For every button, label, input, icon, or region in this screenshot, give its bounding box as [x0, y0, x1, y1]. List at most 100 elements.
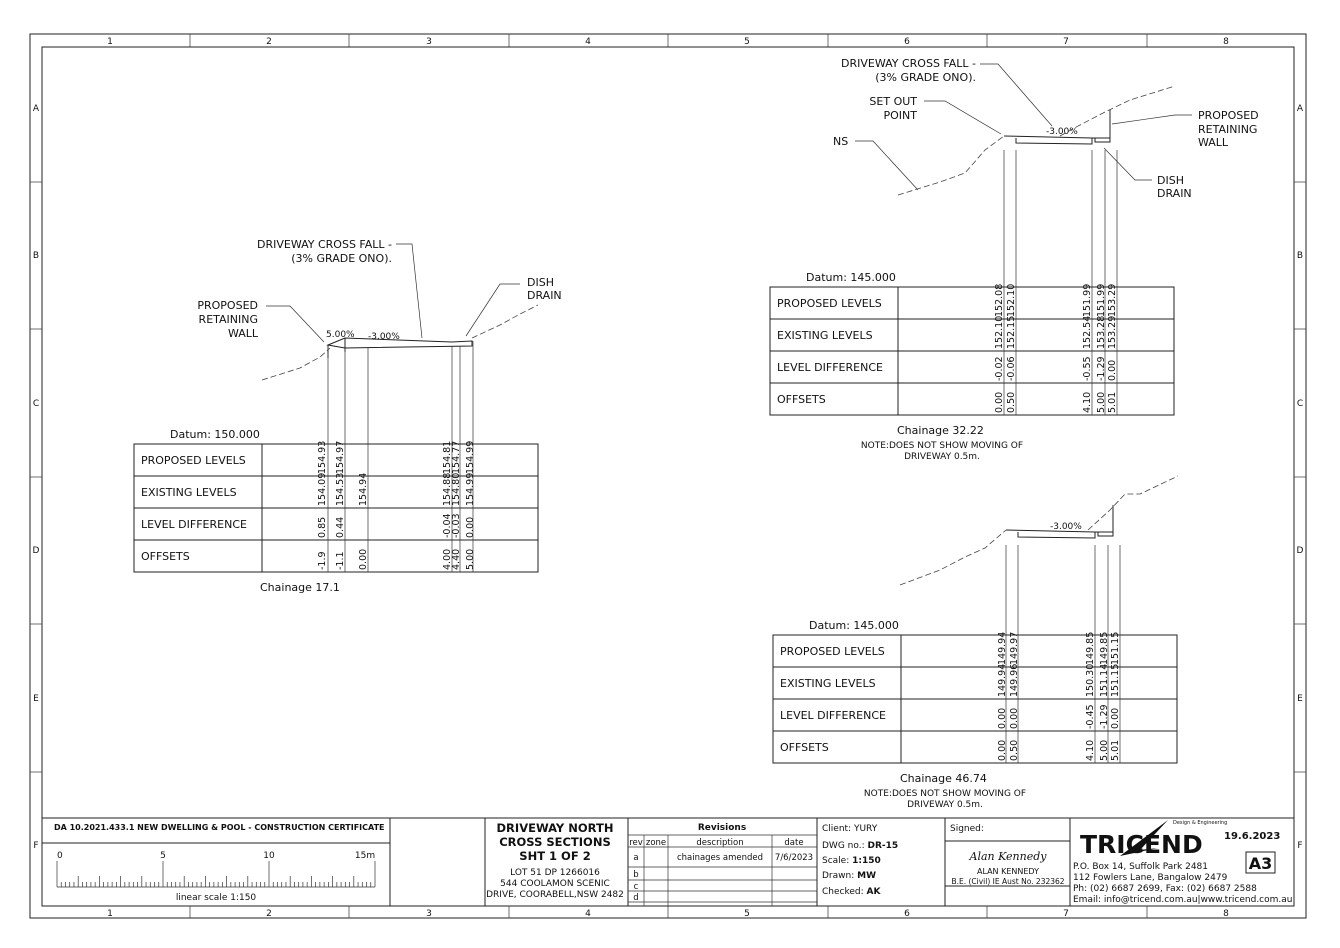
- scale-bar-label: linear scale 1:150: [176, 893, 257, 903]
- drawn-field: Drawn: MW: [822, 871, 876, 881]
- existing-value: 153.29: [1107, 316, 1118, 349]
- scale-field: Scale: 1:150: [822, 856, 881, 866]
- offsets-value: 0.50: [1006, 392, 1017, 413]
- revisions-title: Revisions: [698, 823, 746, 833]
- difference-value: -1.29: [1099, 704, 1110, 729]
- row-label-difference: LEVEL DIFFERENCE: [777, 361, 883, 374]
- engineer-name: ALAN KENNEDY: [977, 867, 1039, 876]
- row-label-proposed: PROPOSED LEVELS: [141, 454, 246, 467]
- leader-line: [266, 243, 520, 343]
- natural-surface-line: [1087, 475, 1179, 531]
- grade-label: -3.00%: [1046, 127, 1078, 137]
- existing-value: 154.53: [335, 473, 346, 506]
- grid-row-label: A: [1297, 104, 1304, 114]
- proposed-value: 149.85: [1099, 632, 1110, 665]
- proposed-value: 154.97: [335, 441, 346, 474]
- offsets-value: 5.00: [1099, 740, 1110, 761]
- existing-value: 151.15: [1110, 664, 1121, 697]
- grid-column-label: 1: [107, 909, 113, 919]
- row-label-proposed: PROPOSED LEVELS: [780, 645, 885, 658]
- checked-field: Checked: AK: [822, 887, 881, 897]
- revision-date: 7/6/2023: [775, 853, 813, 863]
- offsets-value: 4.10: [1085, 740, 1096, 761]
- company-address: P.O. Box 14, Suffolk Park 2481: [1073, 862, 1208, 872]
- chainage-label: Chainage 46.74: [900, 772, 987, 785]
- drawing-date: 19.6.2023: [1224, 831, 1280, 842]
- drawing-title: CROSS SECTIONS: [499, 835, 611, 849]
- callout-retaining-wall: WALL: [1198, 136, 1229, 149]
- existing-value: 154.88: [442, 473, 453, 506]
- callout-ns: NS: [833, 135, 848, 148]
- note: NOTE:DOES NOT SHOW MOVING OF: [864, 789, 1026, 799]
- scale-tick-label: 0: [57, 851, 63, 861]
- proposed-value: 154.93: [317, 441, 328, 474]
- offsets-value: -1.1: [335, 551, 346, 570]
- difference-value: -0.02: [994, 356, 1005, 381]
- difference-value: -0.06: [1006, 356, 1017, 381]
- row-label-proposed: PROPOSED LEVELS: [777, 297, 882, 310]
- proposed-value: 149.85: [1085, 632, 1096, 665]
- grid-row-label: D: [1297, 546, 1304, 556]
- difference-value: -0.45: [1085, 704, 1096, 729]
- grid-column-label: 8: [1223, 37, 1229, 47]
- callout-dish-drain: DRAIN: [1157, 187, 1192, 200]
- grid-row-label: F: [1297, 841, 1302, 851]
- callout-cross-fall: DRIVEWAY CROSS FALL -: [257, 238, 392, 251]
- revision-rev: d: [633, 893, 638, 903]
- row-label-offsets: OFFSETS: [141, 550, 190, 563]
- existing-value: 149.96: [1009, 664, 1020, 697]
- grid-row-label: C: [1297, 399, 1303, 409]
- existing-value: 154.80: [451, 473, 462, 506]
- sheet-size: A3: [1249, 854, 1273, 873]
- callout-cross-fall: (3% GRADE ONO).: [875, 71, 976, 84]
- company-phone: Ph: (02) 6687 2699, Fax: (02) 6687 2588: [1073, 884, 1257, 894]
- difference-value: 0.00: [1009, 708, 1020, 729]
- offsets-value: -1.9: [317, 551, 328, 570]
- natural-surface-line: [471, 304, 539, 339]
- callout-retaining-wall: RETAINING: [199, 313, 258, 326]
- logo-subtitle: Design & Engineering: [1173, 820, 1227, 826]
- revision-rev: b: [633, 870, 638, 880]
- offset-lines: [1005, 545, 1121, 635]
- grid-row-label: B: [33, 251, 39, 261]
- difference-value: 0.00: [997, 708, 1008, 729]
- cross-section-chainage-17-1: 5.00% -3.00% DRIVEWAY CROSS FALL - (3% G…: [197, 238, 562, 444]
- grade-label: -3.00%: [368, 332, 400, 342]
- proposed-value: 154.77: [451, 441, 462, 474]
- grid-row-label: C: [33, 399, 39, 409]
- row-label-existing: EXISTING LEVELS: [777, 329, 873, 342]
- datum-label: Datum: 145.000: [809, 619, 899, 632]
- grid-row-label: E: [33, 694, 39, 704]
- datum-label: Datum: 145.000: [806, 271, 896, 284]
- signed-label: Signed:: [950, 824, 984, 834]
- proposed-value: 151.99: [1096, 284, 1107, 317]
- callout-retaining-wall: PROPOSED: [197, 299, 258, 312]
- callout-dish-drain: DRAIN: [527, 289, 562, 302]
- callout-retaining-wall: WALL: [228, 327, 259, 340]
- dwg-number-field: DWG no.: DR-15: [822, 841, 898, 851]
- chainage-label: Chainage 32.22: [897, 424, 984, 437]
- signature: Alan Kennedy: [969, 850, 1048, 863]
- difference-value: 0.44: [335, 517, 346, 538]
- sheet-number: SHT 1 OF 2: [519, 849, 590, 863]
- grid-row-label: A: [33, 104, 40, 114]
- existing-value: 152.10: [994, 316, 1005, 349]
- company-block: TRICEND Design & Engineering 19.6.2023 A…: [1073, 820, 1292, 905]
- callout-cross-fall: DRIVEWAY CROSS FALL -: [841, 57, 976, 70]
- note: NOTE:DOES NOT SHOW MOVING OF: [861, 441, 1023, 451]
- row-label-offsets: OFFSETS: [780, 741, 829, 754]
- callout-retaining-wall: RETAINING: [1198, 123, 1257, 136]
- existing-value: 154.09: [317, 473, 328, 506]
- company-address: 112 Fowlers Lane, Bangalow 2479: [1073, 873, 1228, 883]
- grid-column-label: 1: [107, 37, 113, 47]
- callout-set-out-point: POINT: [884, 109, 918, 122]
- existing-value: 154.99: [465, 473, 476, 506]
- scale-tick-label: 15m: [355, 851, 375, 861]
- offsets-value: 0.50: [1009, 740, 1020, 761]
- revision-rev: c: [634, 882, 639, 892]
- grid-row-label: F: [33, 841, 38, 851]
- grid-column-label: 5: [744, 909, 750, 919]
